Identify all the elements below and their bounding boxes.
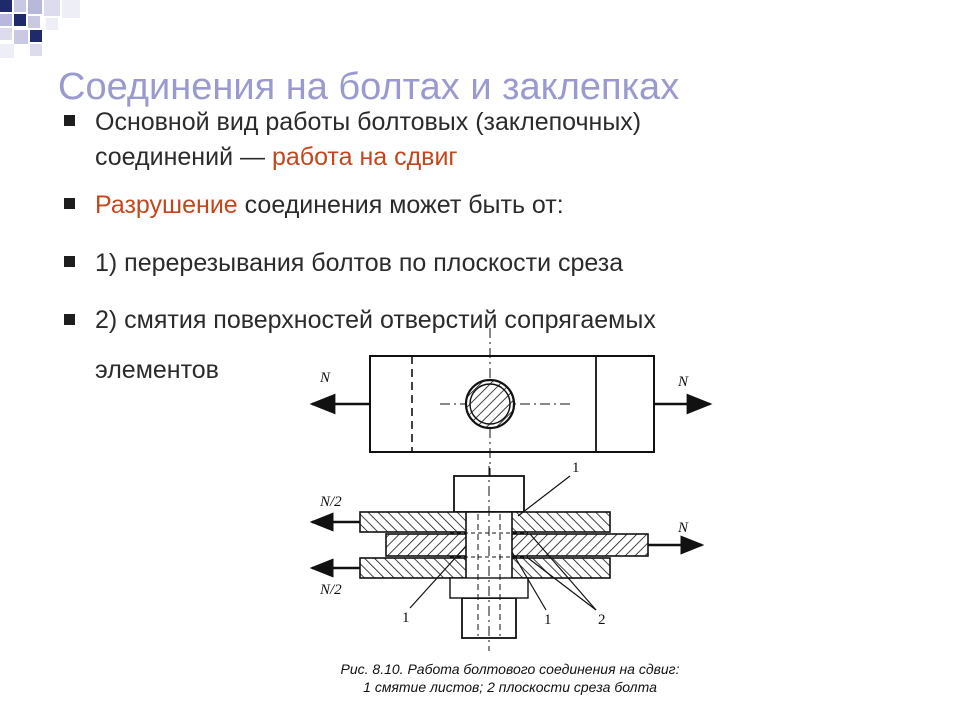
- bullet-line: соединений —: [95, 143, 272, 171]
- bullet-line: Основной вид работы болтовых (заклепочны…: [95, 108, 642, 136]
- caption-line: 1 смятие листов; 2 плоскости среза болта: [363, 679, 657, 695]
- bullet-square-icon: [64, 198, 75, 209]
- force-label: N: [319, 370, 331, 386]
- middle-plate: [385, 533, 649, 557]
- section-view: N/2 N/2 N 1 1 1 2: [309, 460, 705, 651]
- leader-line: [409, 545, 467, 609]
- force-label: N: [677, 520, 689, 536]
- callout-number: 1: [402, 610, 410, 626]
- leader-line: [511, 551, 547, 611]
- force-label: N: [677, 374, 689, 390]
- corner-square: [28, 16, 40, 28]
- leader-line: [517, 475, 571, 517]
- corner-square: [14, 14, 26, 26]
- corner-square: [30, 30, 42, 42]
- bolt-shank-circle: [469, 383, 511, 425]
- caption-line: Рис. 8.10. Работа болтового соединения н…: [340, 661, 680, 677]
- top-view: N N: [309, 328, 713, 476]
- bullet-square-icon: [64, 256, 75, 267]
- bolt-joint-figure: N N N/2 N/2 N 1 1 1 2: [309, 328, 713, 651]
- corner-square: [0, 44, 14, 58]
- bullet-square-icon: [64, 115, 75, 126]
- force-label: N/2: [319, 582, 342, 598]
- corner-square: [0, 28, 12, 40]
- bullet-text: 1) перерезывания болтов по плоскости сре…: [95, 249, 624, 277]
- slide-title: Соединения на болтах и заклепках: [58, 66, 680, 108]
- leader-line: [527, 557, 597, 611]
- highlight-text: Разрушение: [95, 191, 238, 219]
- highlight-text: работа на сдвиг: [271, 143, 458, 171]
- corner-square: [28, 0, 42, 14]
- bullet-text: Разрушение соединения может быть от:: [95, 188, 824, 223]
- leader-line: [529, 533, 597, 611]
- bullet-item: Разрушение соединения может быть от:: [64, 188, 824, 223]
- corner-square: [0, 14, 12, 26]
- force-label: N/2: [319, 494, 342, 510]
- callout-number: 2: [598, 612, 606, 628]
- bullet-item: 1) перерезывания болтов по плоскости сре…: [64, 246, 824, 281]
- corner-square: [30, 44, 42, 56]
- callout-number: 1: [572, 460, 580, 476]
- bullet-item: 2) смятия поверхностей отверстий сопряга…: [64, 295, 824, 395]
- bullet-line: соединения может быть от:: [237, 191, 564, 219]
- corner-square: [46, 18, 58, 30]
- corner-square: [14, 0, 26, 12]
- corner-square: [44, 0, 60, 16]
- callout-number: 1: [544, 612, 552, 628]
- bolt-head-circle: [464, 378, 516, 430]
- bullet-item: Основной вид работы болтовых (заклепочны…: [64, 105, 824, 175]
- bullet-line: элементов: [95, 356, 219, 384]
- figure-caption: Рис. 8.10. Работа болтового соединения н…: [300, 660, 720, 696]
- bullet-text: 2) смятия поверхностей отверстий сопряга…: [95, 295, 824, 395]
- corner-square: [0, 0, 12, 12]
- bullet-line: 2) смятия поверхностей отверстий сопряга…: [95, 306, 656, 334]
- corner-square: [62, 0, 80, 18]
- corner-square: [14, 30, 28, 44]
- bullet-square-icon: [64, 314, 75, 325]
- bullet-text: Основной вид работы болтовых (заклепочны…: [95, 105, 824, 175]
